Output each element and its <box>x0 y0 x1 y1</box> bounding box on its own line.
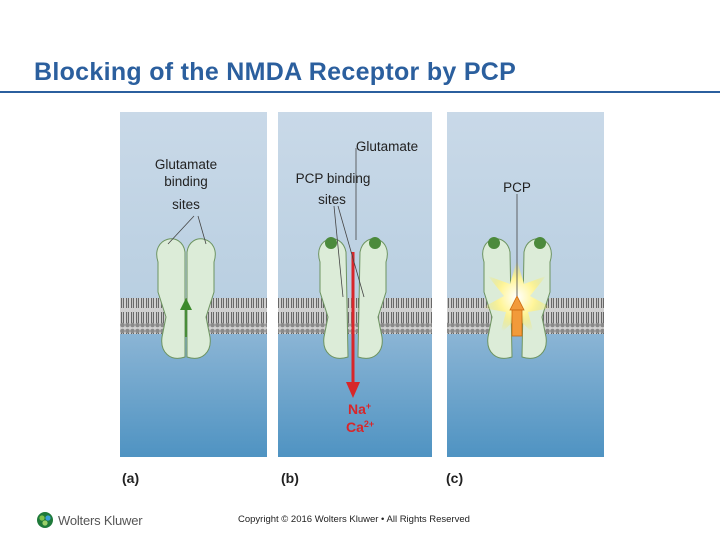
channel-arrow <box>180 298 192 310</box>
nmda-receptor-figure: Glutamate binding sites Glutamate PCP bi… <box>120 112 604 457</box>
panel-a: Glutamate binding sites <box>120 112 267 457</box>
receptor-blocked <box>482 237 552 359</box>
label-binding: binding <box>164 174 208 189</box>
glutamate-bead <box>369 237 381 249</box>
label-pcp: PCP <box>503 180 531 195</box>
label-sites: sites <box>318 192 346 207</box>
label-pcp-binding: PCP binding <box>296 171 371 186</box>
panel-letter-a: (a) <box>122 470 140 486</box>
label-glutamate: Glutamate <box>356 139 418 154</box>
glutamate-bead <box>534 237 546 249</box>
ion-sodium: Na+ <box>348 401 371 417</box>
panel-letter-b: (b) <box>281 470 299 486</box>
glutamate-bead <box>325 237 337 249</box>
receptor-open <box>318 237 388 398</box>
publisher-logo: Wolters Kluwer <box>36 510 143 530</box>
receptor-closed <box>156 238 216 359</box>
glutamate-bead <box>488 237 500 249</box>
panel-b: Glutamate PCP binding sites Na+ Ca2+ <box>278 112 432 457</box>
title-underline <box>0 91 720 93</box>
panel-c: PCP <box>447 112 604 457</box>
logo-text: Wolters Kluwer <box>58 512 143 528</box>
ion-calcium: Ca2+ <box>346 419 374 435</box>
label-glutamate: Glutamate <box>155 157 217 172</box>
membrane-bilayer <box>278 298 432 334</box>
label-sites: sites <box>172 197 200 212</box>
copyright-footer: Copyright © 2016 Wolters Kluwer • All Ri… <box>238 514 470 525</box>
wolters-kluwer-icon <box>37 512 53 528</box>
panel-letter-c: (c) <box>446 470 464 486</box>
slide-title: Blocking of the NMDA Receptor by PCP <box>34 58 517 86</box>
